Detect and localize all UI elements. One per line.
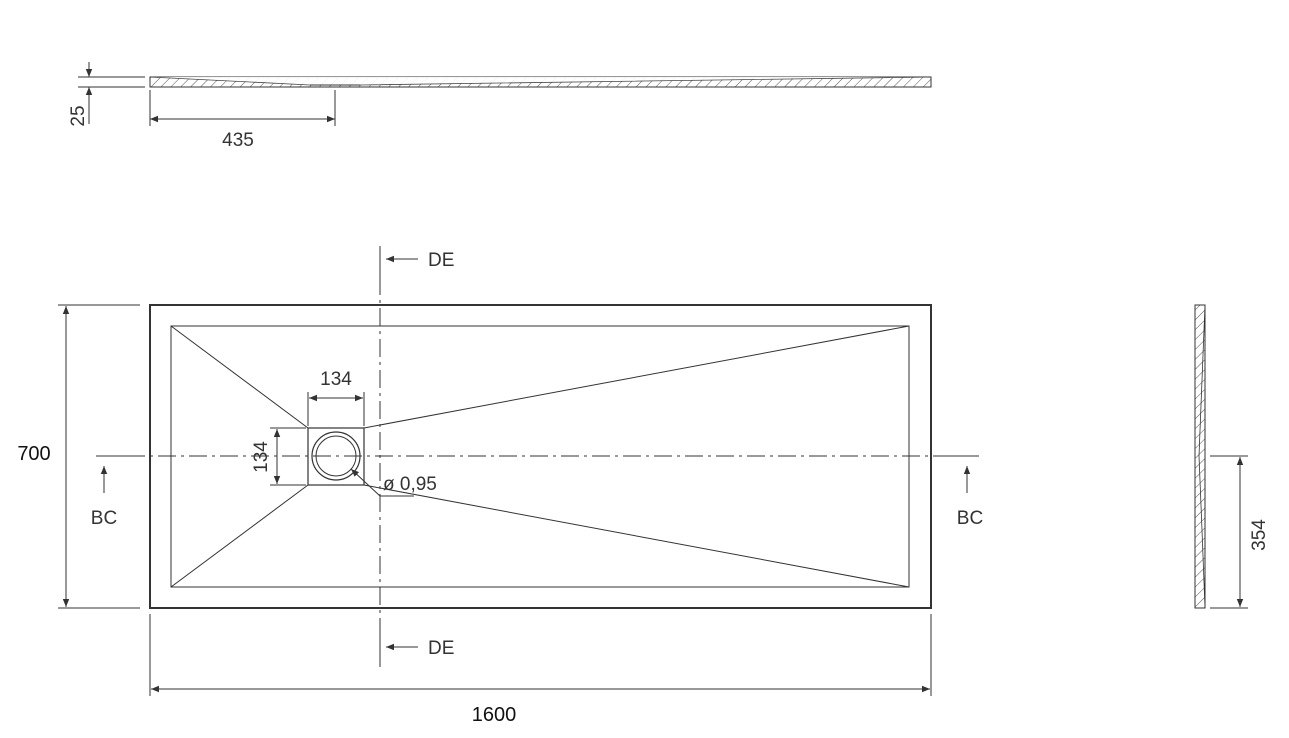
plan-view: DE DE BC BC 700 1600 134 134 ø 0,95 bbox=[17, 246, 983, 726]
dim-drain-width-label: 134 bbox=[320, 369, 352, 390]
side-section-profile bbox=[1194, 304, 1206, 609]
section-de-bottom-label: DE bbox=[428, 638, 454, 659]
top-section-view: 25 435 bbox=[68, 62, 932, 151]
dim-thickness-label: 25 bbox=[68, 105, 89, 126]
section-bc-right-label: BC bbox=[957, 508, 983, 529]
side-section-view: 354 bbox=[1194, 304, 1270, 609]
dim-width-label: 700 bbox=[17, 443, 50, 465]
dim-length-label: 1600 bbox=[472, 704, 517, 726]
section-de-top-label: DE bbox=[428, 250, 454, 271]
side-section-slope bbox=[1198, 304, 1206, 609]
section-bc-left-label: BC bbox=[91, 508, 117, 529]
dim-drain-diameter-label: ø 0,95 bbox=[383, 474, 437, 495]
dim-drain-offset-label: 435 bbox=[222, 130, 254, 151]
dim-drain-height-label: 134 bbox=[251, 441, 272, 473]
dim-side-offset-label: 354 bbox=[1249, 519, 1270, 551]
